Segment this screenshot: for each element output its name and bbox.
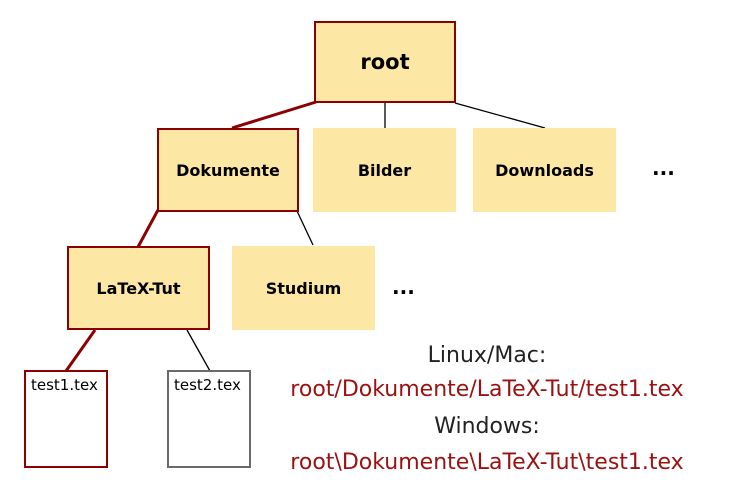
folder-dokumente-label: Dokumente	[176, 160, 280, 180]
file-test1-label: test1.tex	[31, 376, 98, 394]
folder-downloads: Downloads	[473, 128, 616, 212]
windows-label: Windows:	[434, 414, 540, 439]
file-test2: test2.tex	[167, 370, 251, 468]
folder-bilder: Bilder	[313, 128, 456, 212]
connector-dokumente-studium	[296, 210, 314, 246]
folder-downloads-label: Downloads	[495, 160, 594, 180]
linux-mac-label: Linux/Mac:	[427, 343, 547, 368]
folder-latex-tut-label: LaTeX-Tut	[96, 278, 181, 298]
file-test1: test1.tex	[24, 370, 108, 468]
linux-path: root/Dokumente/LaTeX-Tut/test1.tex	[290, 377, 684, 402]
connector-latextut-test2	[186, 329, 211, 372]
more-level2-indicator: ...	[392, 275, 415, 299]
more-level1-indicator: ...	[652, 156, 675, 180]
root-folder: root	[314, 21, 456, 103]
folder-studium-label: Studium	[265, 278, 342, 298]
connector-dokumente-latextut	[136, 209, 160, 248]
file-test2-label: test2.tex	[174, 376, 241, 394]
root-folder-label: root	[360, 50, 410, 74]
folder-studium: Studium	[232, 246, 375, 330]
connector-latextut-test1	[64, 329, 97, 372]
connector-root-downloads	[454, 102, 546, 129]
folder-dokumente: Dokumente	[157, 128, 299, 212]
folder-latex-tut: LaTeX-Tut	[67, 246, 210, 330]
windows-path: root\Dokumente\LaTeX-Tut\test1.tex	[290, 450, 684, 475]
connector-root-dokumente	[231, 100, 317, 130]
folder-bilder-label: Bilder	[357, 160, 412, 180]
